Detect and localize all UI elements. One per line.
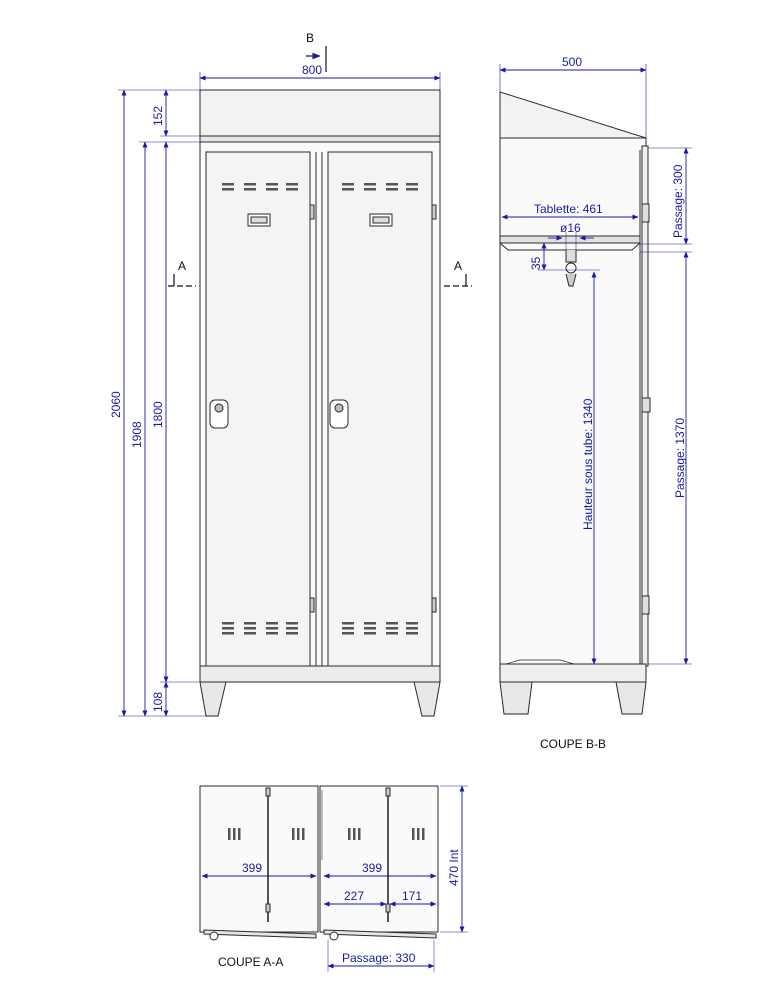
dim-diameter-16: ø16 bbox=[560, 221, 581, 235]
front-vents bbox=[222, 183, 418, 635]
section-marks bbox=[168, 46, 472, 287]
dim-plan-227: 227 bbox=[344, 889, 364, 903]
dim-plan-399-left: 399 bbox=[242, 861, 262, 875]
dim-height-1800: 1800 bbox=[151, 401, 165, 428]
front-dimensions bbox=[118, 72, 441, 717]
left-foot bbox=[199, 681, 227, 717]
door-hardware bbox=[209, 204, 437, 613]
dim-plan-470-int: 470 Int bbox=[447, 849, 461, 886]
dim-height-152: 152 bbox=[151, 106, 165, 126]
side-shelf bbox=[499, 235, 641, 244]
section-a-left-mark: A bbox=[178, 259, 186, 273]
caption-coupe-b-b: COUPE B-B bbox=[540, 737, 606, 751]
side-body bbox=[499, 137, 647, 683]
dim-plan-171: 171 bbox=[402, 889, 422, 903]
dim-width-800: 800 bbox=[302, 63, 322, 77]
caption-coupe-a-a: COUPE A-A bbox=[218, 955, 283, 969]
dim-height-1908: 1908 bbox=[130, 421, 144, 448]
plan-right-compartment bbox=[319, 785, 439, 933]
dim-hauteur-tube-1340: Hauteur sous tube: 1340 bbox=[581, 398, 595, 530]
side-dimensions bbox=[499, 64, 692, 665]
dim-depth-500: 500 bbox=[562, 55, 582, 69]
plan-left-compartment bbox=[199, 785, 319, 933]
side-sloped-roof bbox=[499, 91, 647, 139]
section-b-mark: B bbox=[306, 31, 314, 45]
lock-right-icon bbox=[329, 399, 349, 429]
dim-passage-1370: Passage: 1370 bbox=[673, 418, 687, 498]
lock-left-icon bbox=[209, 399, 229, 429]
plan-view bbox=[199, 785, 439, 941]
dim-plan-399-right: 399 bbox=[362, 861, 382, 875]
front-top-canopy bbox=[199, 89, 441, 137]
dim-passage-300: Passage: 300 bbox=[671, 164, 685, 238]
side-view bbox=[499, 91, 651, 715]
plan-vents bbox=[228, 828, 425, 840]
front-view bbox=[199, 89, 441, 717]
side-foot-left bbox=[499, 681, 533, 715]
section-a-right-mark: A bbox=[454, 259, 462, 273]
dim-tablette-461: Tablette: 461 bbox=[534, 202, 603, 216]
side-foot-right bbox=[615, 681, 647, 715]
right-foot bbox=[413, 681, 441, 717]
dim-height-2060: 2060 bbox=[109, 391, 123, 418]
plan-dimensions bbox=[201, 785, 468, 972]
dim-small-35: 35 bbox=[529, 256, 543, 270]
dim-plan-passage-330: Passage: 330 bbox=[342, 951, 416, 965]
dim-height-108: 108 bbox=[151, 692, 165, 712]
